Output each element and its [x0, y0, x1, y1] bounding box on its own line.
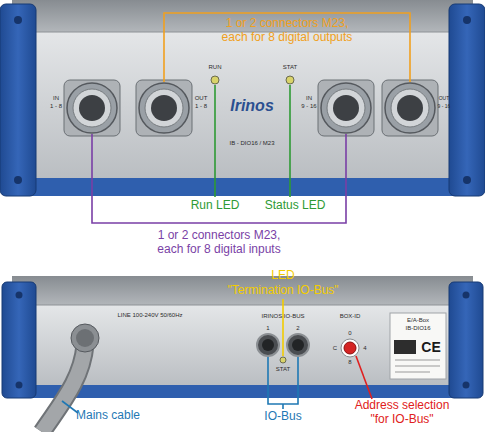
- sticker-print: E/A-Box: [391, 317, 445, 324]
- callout-text: Run LED: [180, 198, 250, 212]
- panel-print: IN: [297, 95, 321, 102]
- panel-print: BOX-ID: [330, 313, 370, 320]
- switch-digit: 0: [345, 330, 355, 337]
- connector-ring: [321, 83, 371, 133]
- m23-connector: [136, 80, 192, 136]
- connector-flange: [136, 80, 192, 136]
- screw: [16, 382, 23, 389]
- callout-text: LED: [253, 268, 313, 282]
- end-cap: [0, 4, 36, 196]
- leader-line: [214, 85, 216, 197]
- callout-text: 1 or 2 connectors M23, each for 8 digita…: [149, 228, 289, 257]
- connector-socket: [79, 95, 105, 121]
- panel-print: OUT: [436, 95, 452, 101]
- sticker-text-line: [395, 366, 440, 367]
- sticker-text-line: [395, 360, 440, 361]
- screw: [463, 292, 470, 299]
- switch-digit: C: [330, 345, 340, 352]
- connector-socket: [397, 95, 423, 121]
- panel-print: IN: [36, 95, 76, 102]
- blue-rail: [30, 178, 455, 196]
- ce-mark: CE: [418, 339, 444, 356]
- switch-digit: 8: [345, 359, 355, 366]
- back-panel: [30, 305, 455, 388]
- panel-print: 9 - 16: [297, 103, 321, 110]
- connector-body: [73, 89, 111, 127]
- leader-line: [282, 299, 284, 356]
- connector-ring: [67, 83, 117, 133]
- leader-line: [356, 356, 372, 399]
- screw: [463, 382, 470, 389]
- cable-gland: [71, 324, 99, 352]
- m23-connector: [64, 80, 120, 136]
- panel-print: RUN: [195, 64, 235, 71]
- connector-body: [327, 89, 365, 127]
- leader-line: [62, 401, 78, 413]
- connector-ring: [385, 83, 435, 133]
- termination-led: [280, 357, 286, 363]
- panel-print: OUT: [189, 95, 213, 102]
- panel-print: STAT: [268, 366, 298, 373]
- run-led: [211, 76, 219, 84]
- leader-line: [289, 85, 291, 197]
- sticker-print: IB-DIO16: [391, 325, 445, 332]
- callout-text: 1 or 2 connectors M23, each for 8 digita…: [217, 16, 357, 45]
- screw: [16, 292, 23, 299]
- brand-logo: Irinos: [212, 96, 292, 115]
- panel-print: 1: [262, 325, 274, 332]
- connector-body: [145, 89, 183, 127]
- io-bus-bracket: [268, 357, 298, 409]
- io-bus-connector: [287, 334, 309, 356]
- panel-print: IRINOS IO-BUS: [243, 313, 323, 320]
- blue-rail: [30, 385, 455, 398]
- io-bus-connector: [257, 334, 279, 356]
- rotary-switch-ring: [341, 339, 359, 357]
- connector-flange: [64, 80, 120, 136]
- panel-print: IB - DIO16 / M23: [207, 140, 297, 147]
- callout-text: Status LED: [255, 198, 335, 212]
- screw: [463, 176, 471, 184]
- type-sticker: [390, 313, 446, 379]
- io-bus-socket: [292, 339, 304, 351]
- housing-top: [12, 276, 473, 307]
- sticker-logo: [394, 340, 416, 354]
- inputs-bracket: [92, 134, 346, 223]
- cable-gland-inner: [76, 329, 94, 347]
- screw: [14, 176, 22, 184]
- callout-text: Address selection "for IO-Bus": [347, 398, 457, 427]
- outputs-bracket: [164, 13, 410, 82]
- end-cap: [449, 282, 483, 398]
- switch-digit: 4: [360, 345, 370, 352]
- panel-print: 1 - 8: [189, 103, 213, 110]
- front-panel: [30, 32, 455, 182]
- rotary-switch: [344, 342, 356, 354]
- screw: [14, 16, 22, 24]
- connector-flange: [318, 80, 374, 136]
- status-led: [286, 76, 294, 84]
- panel-print: 1 - 8: [36, 103, 76, 110]
- callout-text: IO-Bus: [253, 409, 313, 423]
- m23-connector: [382, 80, 438, 136]
- connector-socket: [333, 95, 359, 121]
- end-cap: [449, 4, 485, 196]
- connector-ring: [139, 83, 189, 133]
- panel-print: 9 - 16: [436, 103, 452, 109]
- connector-socket: [151, 95, 177, 121]
- connector-body: [391, 89, 429, 127]
- panel-print: 2: [292, 325, 304, 332]
- callout-text: Mains cable: [68, 408, 148, 422]
- m23-connector: [318, 80, 374, 136]
- panel-print: LINE 100-240V 50/60Hz: [100, 312, 200, 319]
- sticker-text-line: [395, 372, 430, 373]
- end-cap: [2, 282, 36, 398]
- io-bus-socket: [262, 339, 274, 351]
- panel-print: STAT: [270, 64, 310, 71]
- callout-text: "Termination IO-Bus": [208, 283, 358, 297]
- screw: [463, 16, 471, 24]
- connector-flange: [382, 80, 438, 136]
